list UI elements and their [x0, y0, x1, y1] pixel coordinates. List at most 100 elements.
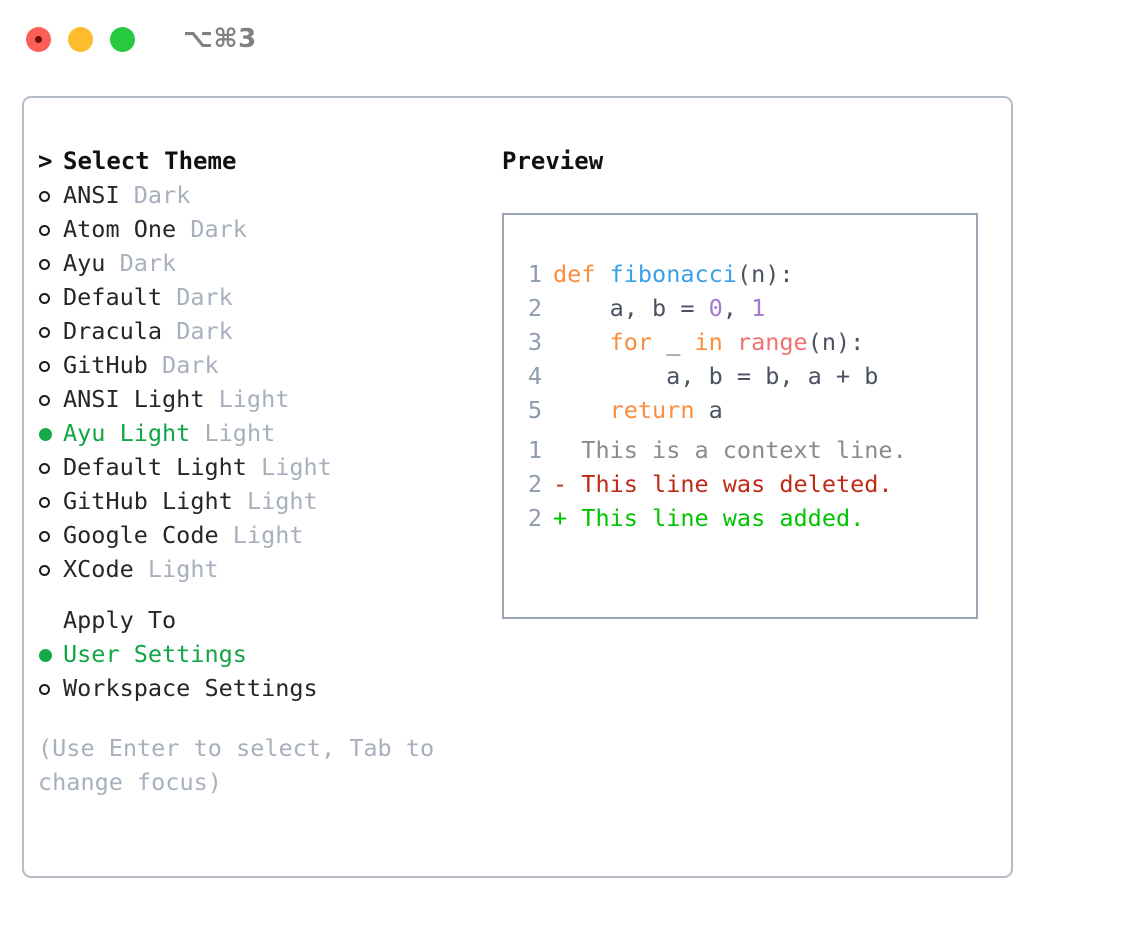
code-token — [553, 396, 610, 424]
code-line-number: 2 — [527, 294, 542, 322]
theme-option-ansi-light[interactable]: ANSI Light Light — [38, 382, 488, 416]
keyboard-shortcut-label: ⌥⌘3 — [183, 24, 257, 54]
diff-text: This is a context line. — [567, 436, 907, 464]
theme-variant: Light — [218, 385, 290, 413]
code-token: for — [609, 328, 653, 356]
radio-marker — [38, 246, 63, 280]
theme-name: ANSI Light — [63, 385, 205, 413]
diff-line-number: 2 — [527, 504, 542, 532]
close-button[interactable] — [26, 26, 51, 52]
theme-name: XCode — [63, 555, 134, 583]
code-token — [723, 328, 737, 356]
theme-variant: Light — [261, 453, 332, 481]
select-theme-title: Select Theme — [63, 147, 237, 175]
radio-marker — [38, 348, 63, 382]
diff-sign: + — [553, 504, 568, 532]
diff-line-number: 2 — [527, 470, 542, 498]
gap — [204, 382, 218, 416]
radio-marker — [38, 484, 63, 518]
code-token: fibonacci — [609, 260, 737, 288]
code-token: return — [609, 396, 695, 424]
code-line-number: 4 — [527, 362, 542, 390]
maximize-button[interactable] — [110, 26, 135, 52]
diff-text: This line was added. — [567, 504, 865, 532]
apply-to-label: Workspace Settings — [63, 674, 318, 702]
diff-line: 1 This is a context line. — [520, 433, 907, 467]
code-token: (n): — [736, 260, 794, 288]
theme-option-default[interactable]: Default Dark — [38, 280, 488, 314]
diff-sign: - — [553, 470, 568, 498]
gap — [148, 348, 162, 382]
theme-option-google-code[interactable]: Google Code Light — [38, 518, 488, 552]
radio-marker — [38, 671, 63, 705]
preview-title: Preview — [502, 147, 604, 175]
theme-variant: Dark — [133, 181, 191, 209]
gap — [120, 178, 134, 212]
apply-to-title: Apply To — [63, 606, 177, 634]
code-token: (n): — [807, 328, 865, 356]
theme-option-ayu-light[interactable]: Ayu Light Light — [38, 416, 488, 450]
code-token — [553, 328, 610, 356]
gap — [176, 212, 190, 246]
code-token: a — [694, 396, 723, 424]
theme-name: ANSI — [63, 181, 120, 209]
gap — [233, 484, 247, 518]
theme-name: Google Code — [63, 521, 219, 549]
radio-unselected-icon — [39, 497, 50, 508]
theme-option-atom-one[interactable]: Atom One Dark — [38, 212, 488, 246]
radio-marker — [38, 552, 63, 586]
theme-variant: Light — [204, 419, 276, 447]
radio-marker — [38, 637, 63, 671]
theme-option-github-light[interactable]: GitHub Light Light — [38, 484, 488, 518]
radio-unselected-icon — [39, 225, 50, 236]
radio-unselected-icon — [39, 191, 50, 202]
radio-marker — [38, 178, 63, 212]
radio-marker — [38, 518, 63, 552]
diff-line: 2- This line was deleted. — [520, 467, 907, 501]
theme-option-xcode[interactable]: XCode Light — [38, 552, 488, 586]
theme-variant: Dark — [190, 215, 247, 243]
spacer — [38, 586, 488, 603]
gap — [162, 280, 176, 314]
theme-variant: Dark — [162, 351, 219, 379]
minimize-button[interactable] — [68, 26, 93, 52]
theme-name: Default Light — [63, 453, 247, 481]
diff-line: 2 + This line was added. — [520, 501, 907, 535]
radio-selected-icon — [39, 428, 52, 441]
code-line: 5 return a — [520, 393, 878, 427]
radio-marker — [38, 280, 63, 314]
theme-name: GitHub — [63, 351, 148, 379]
radio-unselected-icon — [39, 361, 50, 372]
radio-unselected-icon — [39, 395, 50, 406]
theme-variant: Light — [147, 555, 219, 583]
theme-option-default-light[interactable]: Default Light Light — [38, 450, 488, 484]
code-line: 3 for _ in range(n): — [520, 325, 878, 359]
code-token: 1 — [751, 294, 766, 322]
theme-name: Ayu — [63, 249, 106, 277]
radio-unselected-icon — [39, 565, 50, 576]
theme-option-dracula[interactable]: Dracula Dark — [38, 314, 488, 348]
radio-unselected-icon — [39, 293, 50, 304]
theme-name: Dracula — [63, 317, 163, 345]
radio-marker — [38, 416, 63, 450]
apply-to-option-workspace-settings[interactable]: Workspace Settings — [38, 671, 488, 705]
apply-to-label: User Settings — [63, 640, 247, 668]
theme-name: Ayu Light — [63, 419, 191, 447]
theme-option-ansi[interactable]: ANSI Dark — [38, 178, 488, 212]
code-token: in — [694, 328, 723, 356]
theme-variant: Light — [232, 521, 304, 549]
theme-variant: Dark — [119, 249, 177, 277]
gap — [219, 518, 233, 552]
theme-variant: Light — [246, 487, 318, 515]
theme-option-ayu[interactable]: Ayu Dark — [38, 246, 488, 280]
apply-to-option-user-settings[interactable]: User Settings — [38, 637, 488, 671]
theme-option-github[interactable]: GitHub Dark — [38, 348, 488, 382]
diff-sample: 1 This is a context line.2- This line wa… — [520, 433, 907, 535]
